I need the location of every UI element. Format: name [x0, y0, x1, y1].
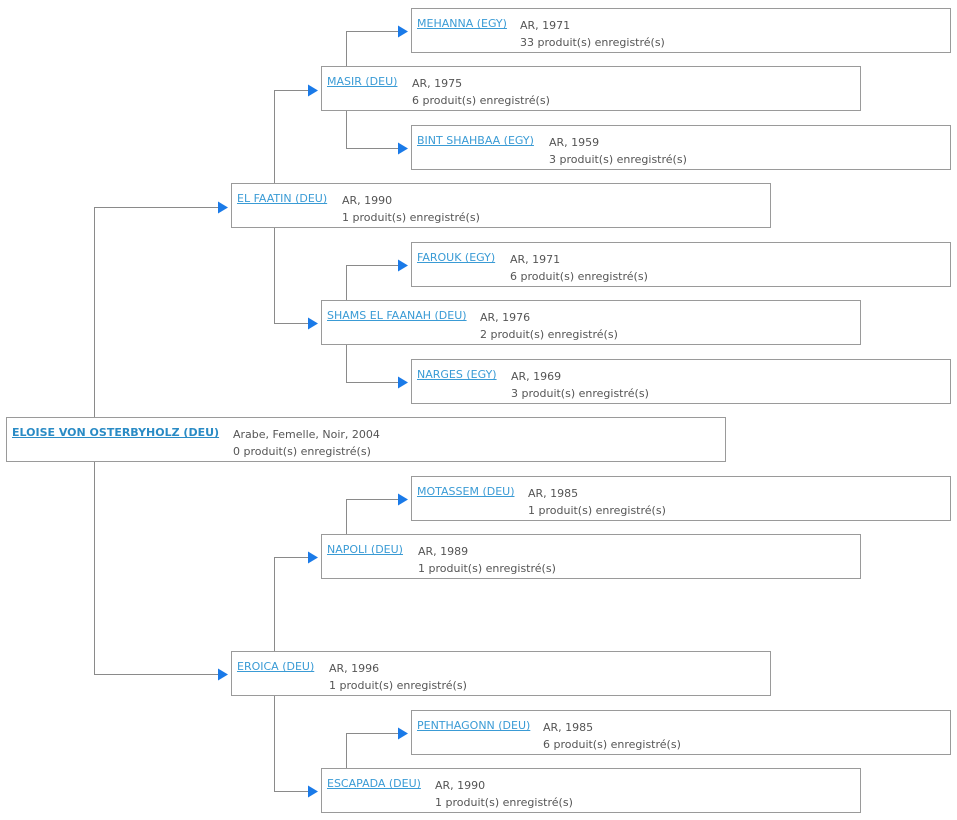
- connector-escapada-sire: [346, 727, 408, 769]
- pedigree-node-penthagonn: PENTHAGONN (DEU) AR, 1985 6 produit(s) e…: [411, 710, 951, 755]
- horse-details: AR, 1975: [412, 77, 463, 90]
- horse-products: 6 produit(s) enregistré(s): [543, 738, 681, 751]
- horse-details: Arabe, Femelle, Noir, 2004: [233, 428, 380, 441]
- pedigree-node-narges: NARGES (EGY) AR, 1969 3 produit(s) enreg…: [411, 359, 951, 404]
- horse-products: 1 produit(s) enregistré(s): [329, 679, 467, 692]
- horse-link-bint-shahbaa[interactable]: BINT SHAHBAA (EGY): [417, 134, 534, 147]
- horse-products: 3 produit(s) enregistré(s): [549, 153, 687, 166]
- horse-details: AR, 1959: [549, 136, 600, 149]
- horse-link-masir[interactable]: MASIR (DEU): [327, 75, 398, 88]
- horse-details: AR, 1996: [329, 662, 380, 675]
- horse-products: 33 produit(s) enregistré(s): [520, 36, 665, 49]
- horse-link-farouk[interactable]: FAROUK (EGY): [417, 251, 496, 264]
- horse-products: 2 produit(s) enregistré(s): [480, 328, 618, 341]
- horse-products: 6 produit(s) enregistré(s): [510, 270, 648, 283]
- horse-products: 1 produit(s) enregistré(s): [435, 796, 573, 809]
- horse-link-eloise-von-osterbyholz[interactable]: ELOISE VON OSTERBYHOLZ (DEU): [12, 426, 220, 439]
- horse-products: 6 produit(s) enregistré(s): [412, 94, 550, 107]
- pedigree-node-bint-shahbaa: BINT SHAHBAA (EGY) AR, 1959 3 produit(s)…: [411, 125, 951, 170]
- connector-dam-sire: [274, 551, 318, 651]
- horse-products: 3 produit(s) enregistré(s): [511, 387, 649, 400]
- connector-sire-sire: [274, 84, 318, 184]
- connector-dam-dam: [274, 696, 318, 798]
- pedigree-node-subject: ELOISE VON OSTERBYHOLZ (DEU) Arabe, Feme…: [6, 417, 726, 462]
- pedigree-node-farouk: FAROUK (EGY) AR, 1971 6 produit(s) enreg…: [411, 242, 951, 287]
- horse-link-napoli[interactable]: NAPOLI (DEU): [327, 543, 403, 556]
- pedigree-node-escapada: ESCAPADA (DEU) AR, 1990 1 produit(s) enr…: [321, 768, 861, 813]
- connector-subject-sire: [94, 201, 228, 417]
- pedigree-node-eroica: EROICA (DEU) AR, 1996 1 produit(s) enreg…: [231, 651, 771, 696]
- horse-details: AR, 1976: [480, 311, 531, 324]
- connector-masir-sire: [346, 25, 408, 67]
- horse-details: AR, 1985: [528, 487, 579, 500]
- horse-details: AR, 1985: [543, 721, 594, 734]
- horse-link-narges[interactable]: NARGES (EGY): [417, 368, 497, 381]
- horse-link-el-faatin[interactable]: EL FAATIN (DEU): [237, 192, 328, 205]
- connector-napoli-sire: [346, 493, 408, 535]
- pedigree-node-mehanna: MEHANNA (EGY) AR, 1971 33 produit(s) enr…: [411, 8, 951, 53]
- horse-details: AR, 1971: [510, 253, 561, 266]
- horse-products: 0 produit(s) enregistré(s): [233, 445, 371, 458]
- horse-link-motassem[interactable]: MOTASSEM (DEU): [417, 485, 515, 498]
- horse-products: 1 produit(s) enregistré(s): [528, 504, 666, 517]
- pedigree-node-motassem: MOTASSEM (DEU) AR, 1985 1 produit(s) enr…: [411, 476, 951, 521]
- horse-details: AR, 1969: [511, 370, 562, 383]
- horse-details: AR, 1971: [520, 19, 571, 32]
- horse-link-eroica[interactable]: EROICA (DEU): [237, 660, 315, 673]
- connector-subject-dam: [94, 462, 228, 681]
- connector-sire-dam: [274, 228, 318, 330]
- horse-link-shams-el-faanah[interactable]: SHAMS EL FAANAH (DEU): [327, 309, 467, 322]
- horse-details: AR, 1990: [342, 194, 393, 207]
- horse-link-mehanna[interactable]: MEHANNA (EGY): [417, 17, 507, 30]
- horse-details: AR, 1990: [435, 779, 486, 792]
- pedigree-node-masir: MASIR (DEU) AR, 1975 6 produit(s) enregi…: [321, 66, 861, 111]
- connector-masir-dam: [346, 111, 408, 155]
- horse-link-penthagonn[interactable]: PENTHAGONN (DEU): [417, 719, 531, 732]
- horse-products: 1 produit(s) enregistré(s): [342, 211, 480, 224]
- pedigree-node-shams-el-faanah: SHAMS EL FAANAH (DEU) AR, 1976 2 produit…: [321, 300, 861, 345]
- connector-shams-sire: [346, 259, 408, 301]
- horse-link-escapada[interactable]: ESCAPADA (DEU): [327, 777, 421, 790]
- horse-details: AR, 1989: [418, 545, 469, 558]
- connector-shams-dam: [346, 345, 408, 389]
- pedigree-node-napoli: NAPOLI (DEU) AR, 1989 1 produit(s) enreg…: [321, 534, 861, 579]
- pedigree-node-el-faatin: EL FAATIN (DEU) AR, 1990 1 produit(s) en…: [231, 183, 771, 228]
- horse-products: 1 produit(s) enregistré(s): [418, 562, 556, 575]
